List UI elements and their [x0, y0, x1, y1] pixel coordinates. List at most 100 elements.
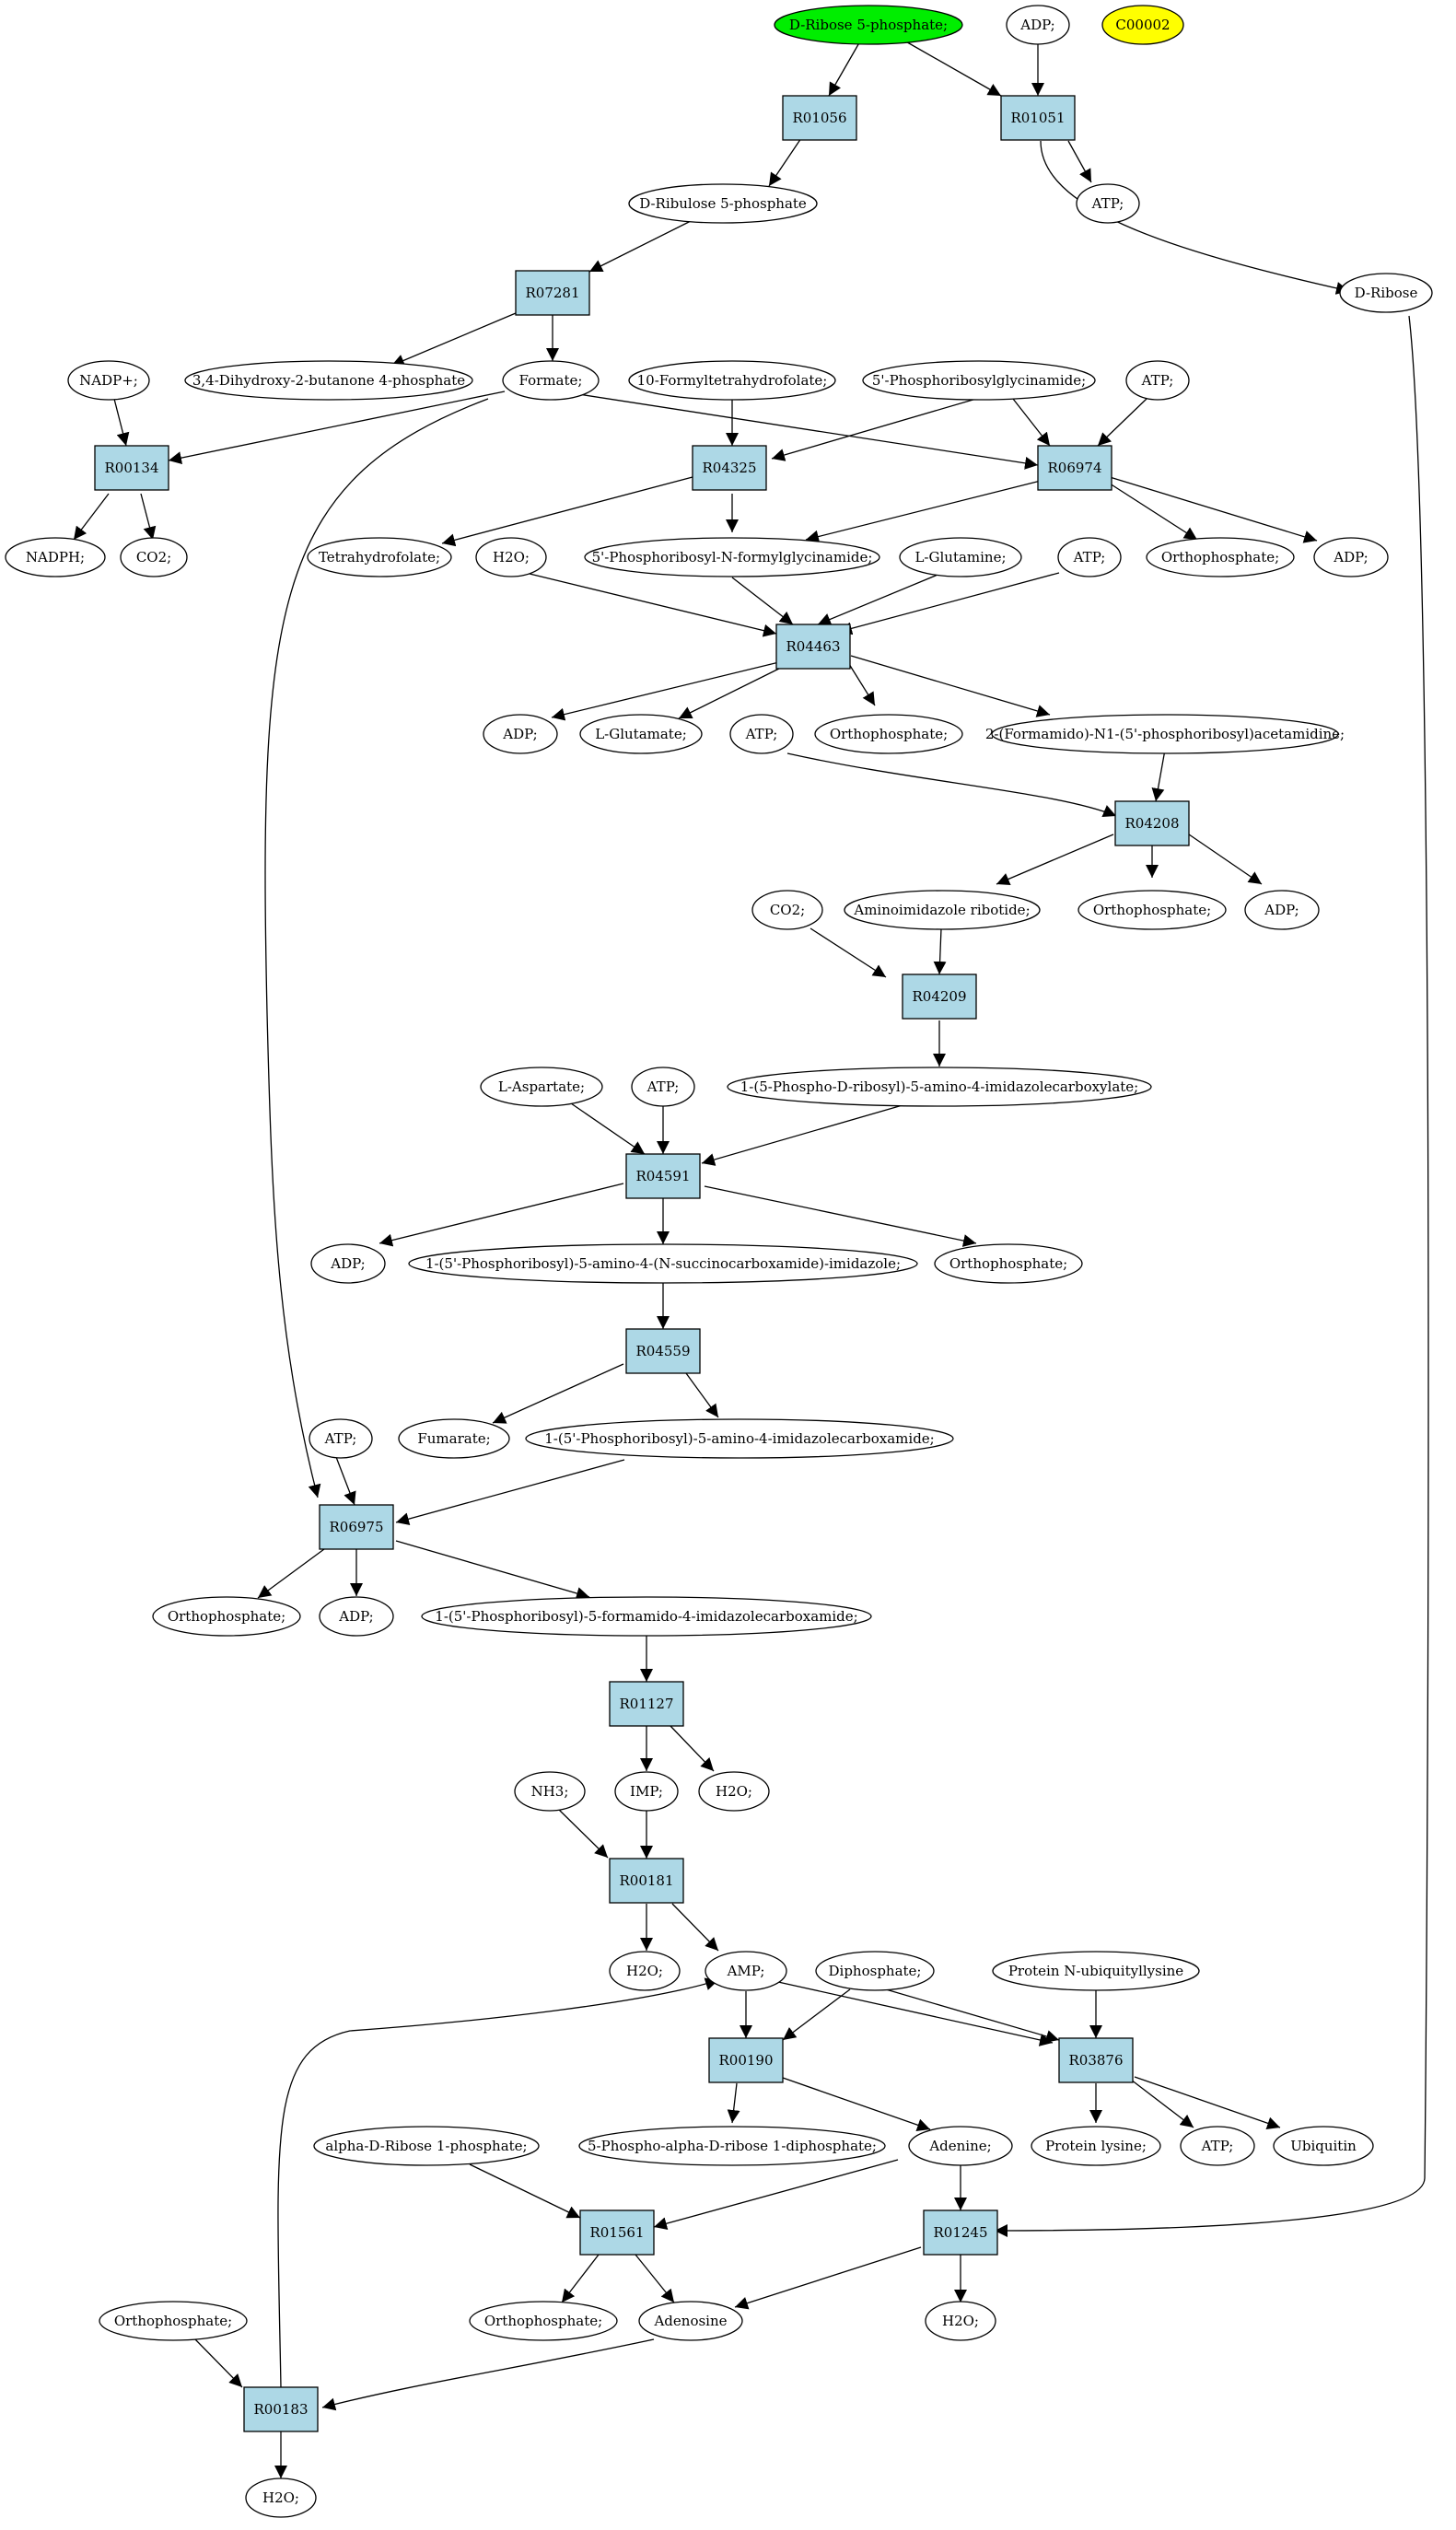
reaction-R00181[interactable]: R00181: [609, 1858, 684, 1904]
compound-fgar[interactable]: 5'-Phosphoribosyl-N-formylglycinamide;: [584, 537, 880, 577]
compound-formate[interactable]: Formate;: [502, 360, 600, 401]
compound-orthophosphate[interactable]: Orthophosphate;: [934, 1243, 1083, 1284]
compound-nadph[interactable]: NADPH;: [5, 537, 106, 577]
compound-fgam[interactable]: 2-(Formamido)-N1-(5'-phosphoribosyl)acet…: [985, 714, 1345, 754]
compound-atp[interactable]: ATP;: [1180, 2126, 1255, 2166]
edge: [994, 315, 1429, 2237]
reaction-R00134[interactable]: R00134: [94, 445, 169, 491]
compound-orthophosphate[interactable]: Orthophosphate;: [152, 1596, 301, 1637]
compound-imp[interactable]: IMP;: [614, 1771, 679, 1812]
compound-adenine[interactable]: Adenine;: [908, 2126, 1013, 2166]
compound-10-formyltetrahydrofolate[interactable]: 10-Formyltetrahydrofolate;: [628, 360, 836, 401]
compound-adp[interactable]: ADP;: [310, 1243, 386, 1284]
compound-atp[interactable]: ATP;: [1125, 360, 1190, 401]
compound-orthophosphate[interactable]: Orthophosphate;: [469, 2301, 618, 2341]
edge: [902, 39, 1002, 97]
edge: [441, 476, 693, 547]
reaction-R04559[interactable]: R04559: [625, 1328, 701, 1374]
compound-c00002[interactable]: C00002: [1101, 5, 1184, 45]
compound-label: ADP;: [1019, 17, 1054, 33]
compound-orthophosphate[interactable]: Orthophosphate;: [814, 714, 963, 754]
compound-aicar[interactable]: 1-(5'-Phosphoribosyl)-5-amino-4-imidazol…: [525, 1418, 954, 1459]
reaction-R01245[interactable]: R01245: [923, 2209, 998, 2256]
compound-label: H2O;: [716, 1783, 752, 1800]
compound-adp[interactable]: ADP;: [483, 714, 558, 754]
compound-atp[interactable]: ATP;: [729, 714, 794, 754]
reaction-R00183[interactable]: R00183: [243, 2386, 319, 2432]
compound-label: 5-Phospho-alpha-D-ribose 1-diphosphate;: [588, 2138, 877, 2154]
compound-nh3[interactable]: NH3;: [514, 1771, 586, 1812]
compound-l-aspartate[interactable]: L-Aspartate;: [480, 1067, 603, 1107]
compound-diphosphate[interactable]: Diphosphate;: [815, 1951, 935, 1991]
compound-d-ribose[interactable]: D-Ribose: [1339, 273, 1433, 313]
reaction-R00190[interactable]: R00190: [708, 2037, 784, 2083]
compound-alpha-d-ribose-1-phosphate[interactable]: alpha-D-Ribose 1-phosphate;: [313, 2126, 540, 2166]
reaction-R04325[interactable]: R04325: [692, 445, 767, 491]
compound-adp[interactable]: ADP;: [1313, 537, 1389, 577]
reaction-R04208[interactable]: R04208: [1114, 800, 1190, 846]
compound-co2[interactable]: CO2;: [751, 890, 823, 930]
reaction-R01056[interactable]: R01056: [782, 95, 857, 141]
compound-faicar[interactable]: 1-(5'-Phosphoribosyl)-5-formamido-4-imid…: [421, 1596, 872, 1637]
edge: [817, 572, 943, 626]
compound-fumarate[interactable]: Fumarate;: [398, 1418, 510, 1459]
compound-adp[interactable]: ADP;: [1244, 890, 1320, 930]
compound-orthophosphate[interactable]: Orthophosphate;: [1146, 537, 1295, 577]
compound-ubiquitin[interactable]: Ubiquitin: [1273, 2126, 1374, 2166]
compound-dihydroxy-butanone-phosphate[interactable]: 3,4-Dihydroxy-2-butanone 4-phosphate: [184, 360, 473, 401]
compound-protein-lysine[interactable]: Protein lysine;: [1031, 2126, 1161, 2166]
compound-tetrahydrofolate[interactable]: Tetrahydrofolate;: [307, 537, 452, 577]
compound-atp[interactable]: ATP;: [309, 1418, 373, 1459]
compound-aminoimidazole-ribotide[interactable]: Aminoimidazole ribotide;: [844, 890, 1041, 930]
compound-label: ATP;: [1141, 372, 1174, 389]
reaction-R01561[interactable]: R01561: [579, 2209, 655, 2256]
compound-amp[interactable]: AMP;: [705, 1951, 787, 1991]
reaction-R06975[interactable]: R06975: [319, 1504, 394, 1550]
compound-h2o[interactable]: H2O;: [475, 537, 547, 577]
reaction-R06974[interactable]: R06974: [1037, 445, 1112, 491]
compound-l-glutamate[interactable]: L-Glutamate;: [579, 714, 703, 754]
compound-adp[interactable]: ADP;: [1006, 5, 1070, 45]
compound-phosphoribosylglycinamide[interactable]: 5'-Phosphoribosylglycinamide;: [862, 360, 1096, 401]
reaction-R03876[interactable]: R03876: [1058, 2037, 1134, 2083]
compound-protein-n-ubiquityllysine[interactable]: Protein N-ubiquityllysine: [992, 1951, 1200, 1991]
reaction-R01127[interactable]: R01127: [609, 1681, 684, 1727]
compound-label: ATP;: [745, 726, 778, 742]
compound-l-glutamine[interactable]: L-Glutamine;: [899, 537, 1022, 577]
edge: [588, 220, 692, 273]
compound-co2[interactable]: CO2;: [120, 537, 188, 577]
compound-saicar[interactable]: 1-(5'-Phosphoribosyl)-5-amino-4-(N-succi…: [408, 1243, 918, 1284]
edge: [782, 1988, 851, 2041]
compound-orthophosphate[interactable]: Orthophosphate;: [99, 2301, 248, 2341]
edge: [73, 493, 110, 541]
compound-label: 5'-Phosphoribosylglycinamide;: [872, 372, 1086, 389]
compound-label: Orthophosphate;: [114, 2313, 232, 2329]
compound-d-ribose-5-phosphate[interactable]: D-Ribose 5-phosphate;: [774, 5, 963, 45]
reaction-R07281[interactable]: R07281: [515, 270, 590, 316]
compound-cair[interactable]: 1-(5-Phospho-D-ribosyl)-5-amino-4-imidaz…: [727, 1067, 1152, 1107]
reaction-R04591[interactable]: R04591: [625, 1153, 701, 1199]
compound-atp[interactable]: ATP;: [631, 1067, 695, 1107]
edge: [551, 660, 784, 721]
compound-h2o[interactable]: H2O;: [609, 1951, 681, 1991]
edge: [264, 398, 489, 1498]
compound-orthophosphate[interactable]: Orthophosphate;: [1077, 890, 1227, 930]
compound-h2o[interactable]: H2O;: [245, 2478, 317, 2518]
reaction-label: R07281: [525, 285, 579, 301]
compound-h2o[interactable]: H2O;: [925, 2301, 996, 2341]
compound-nadp[interactable]: NADP+;: [67, 360, 150, 401]
reaction-R04209[interactable]: R04209: [902, 974, 977, 1020]
edge: [395, 1459, 625, 1526]
edge: [469, 2163, 581, 2219]
compound-adenosine[interactable]: Adenosine: [638, 2301, 743, 2341]
compound-prpp[interactable]: 5-Phospho-alpha-D-ribose 1-diphosphate;: [578, 2126, 886, 2166]
compound-atp[interactable]: ATP;: [1057, 537, 1122, 577]
compound-h2o[interactable]: H2O;: [698, 1771, 770, 1812]
compound-atp[interactable]: ATP;: [1076, 183, 1140, 224]
compound-label: L-Aspartate;: [498, 1078, 585, 1095]
compound-label: Orthophosphate;: [949, 1255, 1067, 1272]
reaction-R04463[interactable]: R04463: [775, 624, 851, 670]
reaction-R01051[interactable]: R01051: [1000, 95, 1076, 141]
compound-d-ribulose-5-phosphate[interactable]: D-Ribulose 5-phosphate: [628, 183, 818, 224]
compound-adp[interactable]: ADP;: [319, 1596, 394, 1637]
